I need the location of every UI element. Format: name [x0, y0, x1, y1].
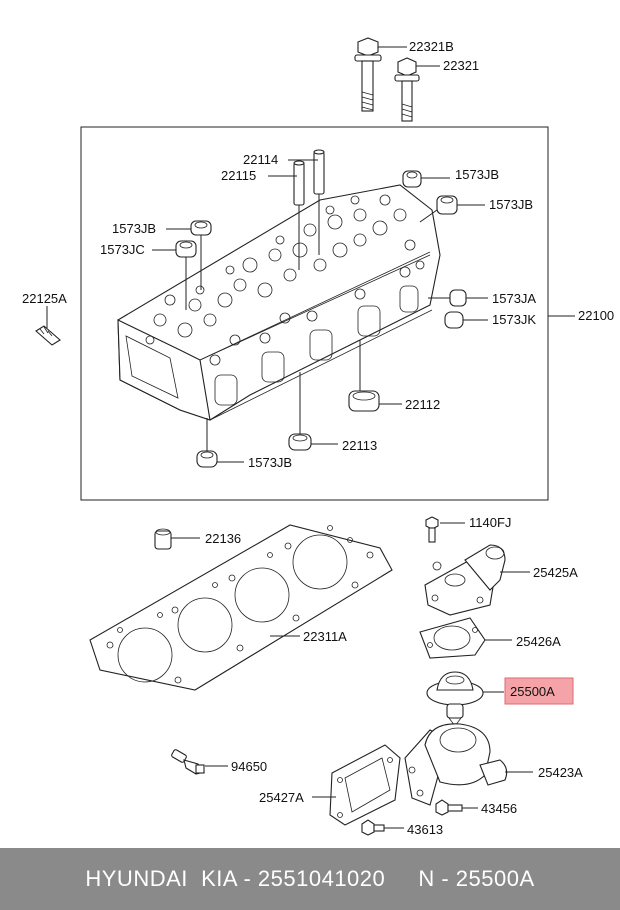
- water-outlet-25425A: [424, 544, 506, 616]
- label-22125A: 22125A: [22, 291, 67, 306]
- label-25426A: 25426A: [516, 634, 561, 649]
- label-1573JB-3: 1573JB: [112, 221, 156, 236]
- seal-1573JB-top: [402, 170, 422, 188]
- label-22136: 22136: [205, 531, 241, 546]
- label-22311A: 22311A: [303, 629, 347, 644]
- gasket-25427A: [329, 744, 401, 826]
- label-25500A: 25500A: [510, 684, 555, 699]
- valve-guide-22114: [313, 149, 325, 195]
- label-22113: 22113: [342, 438, 377, 453]
- label-1573JK: 1573JK: [492, 312, 536, 327]
- water-inlet-25423A: [404, 723, 508, 806]
- bolt-1140FJ: [425, 516, 439, 543]
- label-1573JA: 1573JA: [492, 291, 536, 306]
- label-22100: 22100: [578, 308, 614, 323]
- seal-22113: [288, 433, 312, 451]
- dowel-pin-22125A: [35, 325, 61, 346]
- seal-1573JC: [175, 240, 197, 258]
- label-94650: 94650: [231, 759, 267, 774]
- part-number-footer: HYUNDAI KIA - 2551041020 N - 25500A: [0, 848, 620, 910]
- label-43613: 43613: [407, 822, 443, 837]
- bolt-22321: [394, 57, 420, 122]
- head-frame: [80, 126, 549, 501]
- highlight-25500A: [504, 677, 574, 705]
- temperature-sensor-94650: [171, 749, 205, 775]
- thermostat-25500A: [426, 671, 484, 727]
- label-1573JB-4: 1573JB: [248, 455, 292, 470]
- bolt-43613: [361, 819, 385, 836]
- label-22112: 22112: [405, 397, 440, 412]
- label-22321: 22321: [443, 58, 479, 73]
- parts-diagram: 22321B 22321: [22, 37, 614, 837]
- seal-1573JA: [449, 289, 467, 307]
- label-25423A: 25423A: [538, 765, 583, 780]
- label-25427A: 25427A: [259, 790, 304, 805]
- valve-guide-22115: [293, 160, 305, 206]
- label-25425A: 25425A: [533, 565, 578, 580]
- seal-1573JB-bottom: [196, 450, 218, 468]
- seal-1573JK: [444, 311, 464, 329]
- gasket-25426A: [419, 617, 486, 659]
- cylinder-head: [117, 184, 441, 421]
- label-1573JB-1: 1573JB: [455, 167, 499, 182]
- seal-1573JB-right: [436, 195, 458, 215]
- label-22321B: 22321B: [409, 39, 454, 54]
- seal-22112: [348, 390, 380, 412]
- head-gasket-22311A: [89, 524, 393, 691]
- label-1140FJ: 1140FJ: [469, 515, 511, 530]
- label-22115: 22115: [221, 168, 256, 183]
- label-43456: 43456: [481, 801, 517, 816]
- bolt-43456: [435, 799, 463, 816]
- bolt-22321B: [354, 37, 382, 112]
- label-1573JB-2: 1573JB: [489, 197, 533, 212]
- label-22114: 22114: [243, 152, 278, 167]
- plug-22136: [154, 528, 172, 550]
- seal-1573JB-left: [190, 220, 212, 236]
- label-1573JC: 1573JC: [100, 242, 145, 257]
